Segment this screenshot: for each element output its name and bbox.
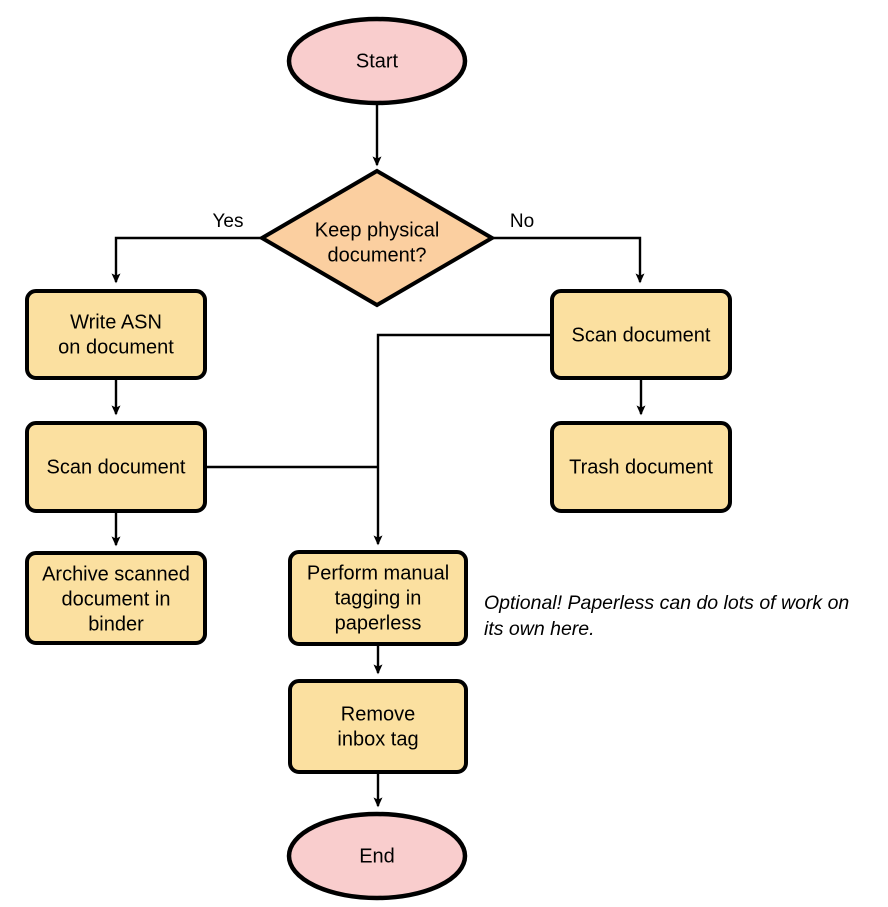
edge-labels-layer: Yes No [213, 211, 535, 232]
scan-document-right-box [550, 289, 732, 380]
end-label: End [359, 845, 395, 867]
start-label: Start [356, 50, 399, 72]
edge-decision-yes [111, 236, 262, 284]
scan-document-right-label: Scan document [572, 324, 711, 346]
trash-document-box [550, 421, 732, 513]
node-perform-manual-tagging[interactable]: Perform manual tagging in paperless [288, 550, 468, 646]
edge-decision-no [492, 236, 645, 284]
node-scan-document-left[interactable]: Scan document [25, 421, 207, 513]
tagging-label-line3: paperless [335, 612, 422, 634]
edges-layer [111, 103, 646, 808]
annotation-line2: its own here. [484, 618, 595, 640]
scan-document-left-label: Scan document [47, 456, 186, 478]
remove-inbox-tag-label-line1: Remove [341, 703, 415, 725]
archive-label-line1: Archive scanned [42, 563, 190, 585]
end-ellipse [286, 811, 468, 901]
decision-label-line2: document? [328, 244, 427, 266]
write-asn-label-line2: on document [58, 336, 174, 358]
trash-document-label: Trash document [569, 456, 713, 478]
tagging-label-line2: tagging in [335, 587, 422, 609]
node-remove-inbox-tag[interactable]: Remove inbox tag [288, 679, 468, 774]
annotation-line1: Optional! Paperless can do lots of work … [484, 592, 849, 614]
tagging-label-line1: Perform manual [307, 562, 449, 584]
edge-label-no: No [510, 211, 534, 232]
node-archive-scanned-document-in-binder[interactable]: Archive scanned document in binder [25, 551, 207, 645]
tagging-box [288, 550, 468, 646]
remove-inbox-tag-box [288, 679, 468, 774]
remove-inbox-tag-label-line2: inbox tag [337, 728, 418, 750]
write-asn-box [25, 289, 207, 380]
archive-box [25, 551, 207, 645]
node-write-asn-on-document[interactable]: Write ASN on document [25, 289, 207, 380]
scan-document-left-box [25, 421, 207, 513]
node-scan-document-right[interactable]: Scan document [550, 289, 732, 380]
start-ellipse [286, 16, 468, 106]
node-trash-document[interactable]: Trash document [550, 421, 732, 513]
node-end[interactable]: End [286, 811, 468, 901]
node-decision-keep-physical-document[interactable]: Keep physical document? [258, 168, 496, 308]
write-asn-label-line1: Write ASN [70, 311, 162, 333]
archive-label-line2: document in [62, 588, 171, 610]
edge-label-yes: Yes [213, 211, 244, 232]
decision-label-line1: Keep physical [315, 219, 440, 241]
annotation-optional-paperless: Optional! Paperless can do lots of work … [484, 592, 849, 640]
node-start[interactable]: Start [286, 16, 468, 106]
decision-diamond [258, 168, 496, 308]
archive-label-line3: binder [88, 613, 144, 635]
edge-scanright-to-tagging [373, 333, 552, 546]
